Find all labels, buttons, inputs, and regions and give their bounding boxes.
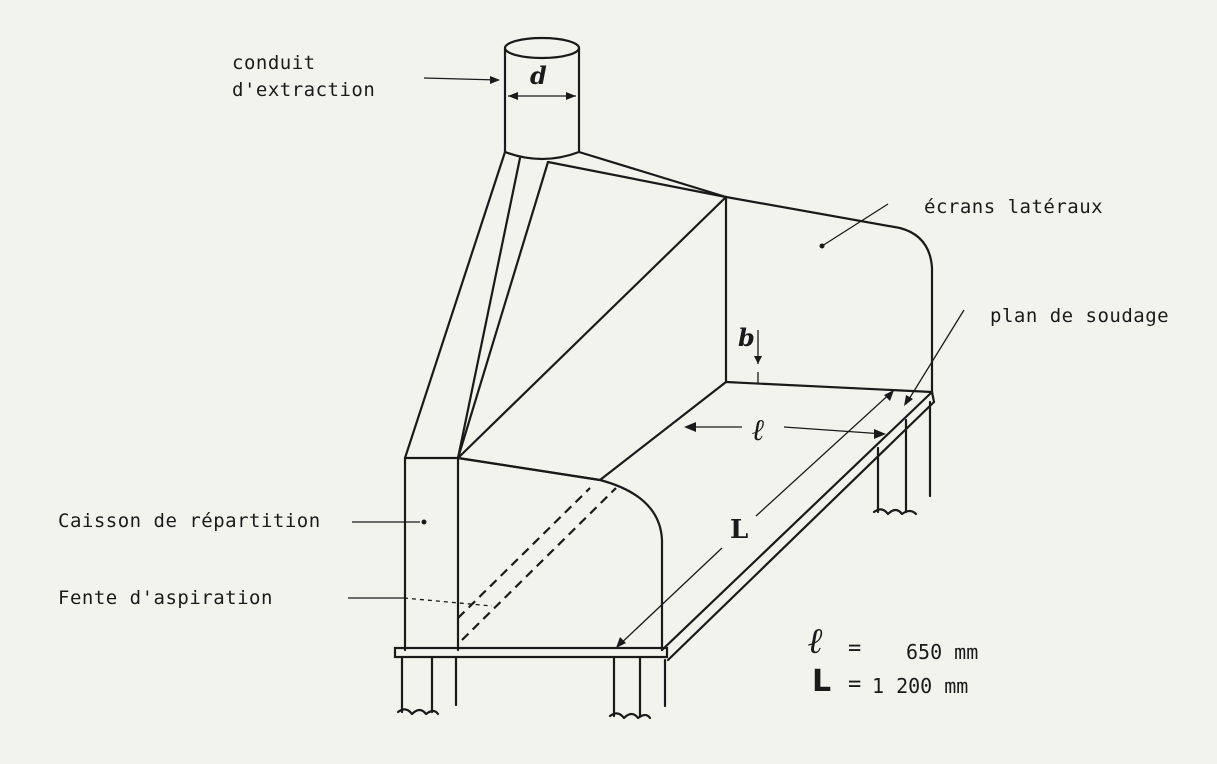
label-plan: plan de soudage (990, 305, 1170, 327)
side-screens (456, 195, 934, 652)
dim-b: b (738, 323, 755, 352)
spec-L-value: 1 200 mm (872, 674, 969, 698)
spec-l-value: 650 mm (906, 640, 979, 664)
label-ecrans: écrans latéraux (924, 196, 1104, 218)
dim-L: L (730, 515, 748, 545)
table-legs (396, 400, 932, 720)
spec-l-eq: = (848, 636, 862, 661)
distribution-box (403, 150, 728, 652)
leader-lines (348, 76, 965, 607)
label-caisson: Caisson de répartition (58, 510, 321, 532)
dim-d: d (530, 61, 547, 90)
suction-slot (457, 487, 617, 641)
welding-table (393, 390, 936, 662)
label-conduit: conduit d'extraction (232, 52, 376, 101)
extraction-duct (503, 36, 581, 161)
dimension-lines (615, 330, 895, 649)
spec-L-symbol: L (812, 664, 832, 699)
spec-L-eq: = (848, 672, 862, 697)
spec-l-symbol: ℓ (808, 620, 824, 662)
dim-l: ℓ (752, 413, 765, 448)
label-fente: Fente d'aspiration (58, 587, 273, 609)
